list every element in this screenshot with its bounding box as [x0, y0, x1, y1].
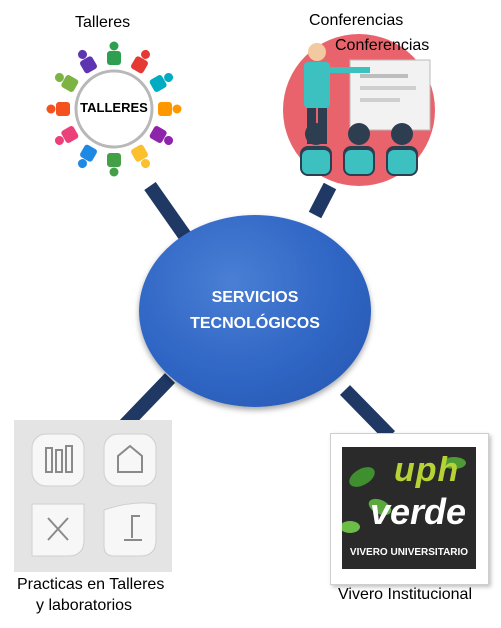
conference-illustration-icon: [283, 34, 435, 186]
vivero-label: Vivero Institucional: [338, 586, 472, 603]
practicas-label-line1: Practicas en Talleres: [17, 576, 165, 593]
labs-tiles-icon: [14, 420, 172, 572]
conferencias-label-duplicate: Conferencias: [335, 37, 430, 54]
conferencias-label: Conferencias: [309, 12, 404, 29]
central-node: SERVICIOS TECNOLÓGICOS: [139, 215, 371, 407]
vivero-logo-frame: uph verde VIVERO UNIVERSITARIO: [330, 433, 489, 585]
talleres-people-ring-icon: [46, 41, 182, 177]
connector-conferencias: [308, 182, 337, 219]
vivero-logo: uph verde VIVERO UNIVERSITARIO: [342, 447, 476, 569]
talleres-badge: TALLERES: [80, 100, 148, 115]
labs-illustration: [14, 420, 172, 572]
vivero-logo-top: uph: [394, 451, 460, 489]
center-title-line1: SERVICIOS: [211, 289, 299, 306]
leaf-decoration-icon: [342, 457, 466, 533]
connector-talleres: [144, 181, 196, 248]
connector-vivero: [339, 385, 396, 441]
practicas-label-line2: y laboratorios: [36, 597, 133, 614]
center-title-line2: TECNOLÓGICOS: [190, 315, 320, 332]
talleres-label: Talleres: [75, 14, 131, 31]
vivero-logo-bottom: verde: [370, 491, 467, 532]
vivero-logo-caption: VIVERO UNIVERSITARIO: [349, 547, 469, 558]
